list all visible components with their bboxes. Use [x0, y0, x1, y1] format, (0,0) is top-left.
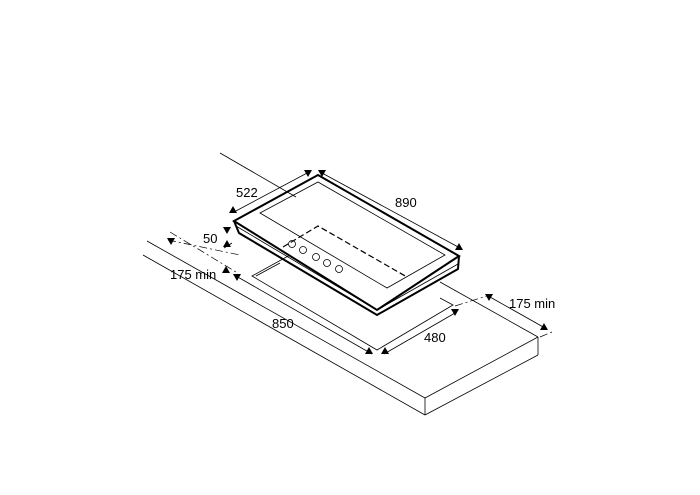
dim-extension-side — [454, 294, 491, 307]
dim-line-522 — [233, 171, 310, 213]
dim-extension-back — [167, 239, 241, 256]
hob — [232, 173, 461, 317]
dim-line-175-side — [489, 296, 546, 329]
cutout-inner-edge — [255, 262, 281, 277]
arrow-up — [540, 323, 548, 330]
dimension-lines — [167, 171, 553, 355]
arrow-down — [451, 309, 459, 316]
hob-side-line — [235, 225, 459, 311]
countertop-right-bottom-edge — [424, 354, 539, 416]
dim-line-850 — [235, 275, 373, 355]
label-hob-depth: 522 — [236, 185, 258, 200]
label-hob-width: 890 — [395, 195, 417, 210]
arrow-up — [229, 206, 237, 213]
knob — [299, 246, 307, 254]
arrow-up — [381, 347, 389, 354]
arrow-down — [223, 227, 231, 234]
knob — [288, 240, 296, 248]
dimension-labels: 522 890 50 175 min 850 480 175 min — [170, 185, 555, 345]
dim-extension-side-end — [539, 331, 553, 338]
arrow-up — [455, 243, 463, 250]
arrow-up — [222, 266, 230, 273]
countertop-right-top-edge — [424, 336, 539, 399]
arrow-down — [304, 170, 312, 177]
arrow-down — [485, 294, 493, 301]
countertop-back-edge — [219, 152, 297, 198]
arrowheads — [167, 170, 548, 354]
countertop-front-top-edge — [146, 240, 426, 399]
countertop-front-bottom-edge — [142, 254, 426, 416]
arrow-down — [233, 274, 241, 281]
arrow-down — [167, 238, 175, 245]
cutout-outline — [251, 254, 454, 351]
arrow-down — [318, 170, 326, 177]
label-clearance-side: 175 min — [509, 296, 555, 311]
dim-line-890 — [321, 172, 461, 249]
dim-line-480 — [383, 312, 456, 355]
countertop-back-edge-right — [439, 281, 539, 338]
label-cutout-width: 850 — [272, 316, 294, 331]
countertop — [142, 152, 539, 416]
dim-line-175-back — [169, 231, 237, 273]
label-hob-height: 50 — [203, 231, 217, 246]
hob-glass-panel — [259, 181, 446, 289]
arrow-up — [223, 240, 231, 247]
hob-side — [233, 220, 460, 317]
label-clearance-back: 175 min — [170, 267, 216, 282]
arrow-up — [365, 347, 373, 354]
cutout — [251, 254, 454, 351]
knob — [335, 265, 343, 273]
knob — [323, 259, 331, 267]
control-knobs — [288, 240, 343, 273]
knob — [312, 253, 320, 261]
hob-burner-zone — [282, 225, 408, 278]
label-cutout-depth: 480 — [424, 330, 446, 345]
